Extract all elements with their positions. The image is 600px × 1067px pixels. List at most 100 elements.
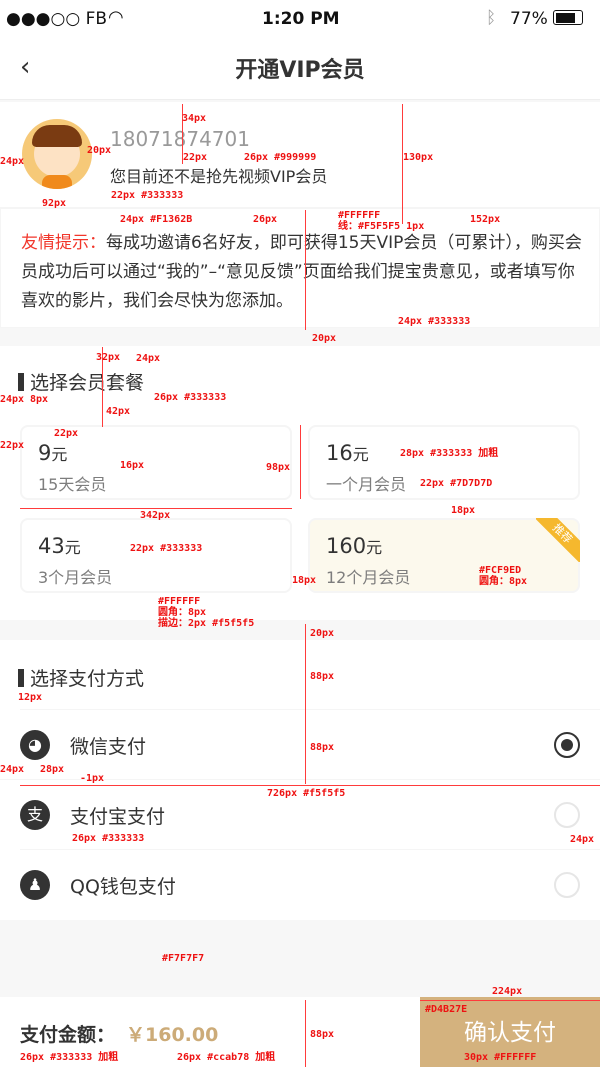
price: 16元 — [326, 441, 369, 465]
vip-status: 您目前还不是抢先视频VIP会员 — [110, 167, 328, 186]
annotation: 88px — [310, 1029, 335, 1040]
annotation: 24px — [136, 353, 161, 364]
annotation: #F7F7F7 — [162, 953, 205, 964]
annotation: 圆角：8px — [158, 607, 207, 618]
payment-label: 微信支付 — [70, 736, 147, 758]
annotation: 22px — [0, 440, 25, 451]
duration: 15天会员 — [38, 475, 107, 494]
duration: 12个月会员 — [326, 568, 411, 587]
radio-unselected[interactable] — [554, 802, 580, 828]
annotation: 26px — [253, 214, 278, 225]
price: 43元 — [38, 534, 81, 558]
annotation: 26px #ccab78 加粗 — [177, 1052, 276, 1063]
duration: 3个月会员 — [38, 568, 113, 587]
payment-alipay[interactable]: 支 支付宝支付 — [0, 780, 600, 850]
annotation: 28px — [40, 764, 65, 775]
price: 160元 — [326, 534, 383, 558]
annotation: 24px #F1362B — [120, 214, 193, 225]
annotation: 24px — [0, 394, 25, 405]
package-title-text: 选择会员套餐 — [30, 372, 145, 394]
annotation: -1px — [80, 773, 105, 784]
battery-level: 77% — [510, 9, 548, 29]
wechat-icon: ◕ — [20, 730, 50, 760]
carrier: ●●●○○ FB — [6, 9, 108, 29]
payment-label: 支付宝支付 — [70, 806, 166, 828]
phone-number: 18071874701 — [110, 127, 250, 151]
annotation: 8px — [30, 394, 49, 405]
annotation: 26px #333333 — [72, 833, 145, 844]
profile-section: 18071874701 您目前还不是抢先视频VIP会员 — [0, 102, 600, 208]
annotation: 152px — [470, 214, 501, 225]
tip-text: 友情提示：每成功邀请6名好友，即可获得15天VIP会员（可累计），购买会员成功后… — [21, 229, 586, 316]
recommend-badge: 推荐 — [536, 518, 580, 562]
annotation: 130px — [403, 152, 434, 163]
payment-wechat[interactable]: ◕ 微信支付 — [0, 710, 600, 780]
confirm-payment-button[interactable]: 确认支付 — [420, 997, 600, 1067]
annotation: 726px #f5f5f5 — [267, 788, 346, 799]
package-section: 选择会员套餐 9元 15天会员 16元 一个月会员 43元 3个月会员 160元… — [0, 346, 600, 620]
section-marker — [18, 373, 24, 391]
annotation: 22px — [183, 152, 208, 163]
annotation: 92px — [42, 198, 67, 209]
tip-label: 友情提示： — [21, 233, 106, 253]
package-card-3months[interactable]: 43元 3个月会员 — [20, 518, 292, 593]
annotation: 22px #7D7D7D — [420, 478, 493, 489]
chevron-left-icon[interactable]: ‹ — [20, 52, 31, 82]
payment-qq[interactable]: ♟ QQ钱包支付 — [0, 850, 600, 920]
qq-icon: ♟ — [20, 870, 50, 900]
payment-section: 选择支付方式 ◕ 微信支付 支 支付宝支付 ♟ QQ钱包支付 — [0, 640, 600, 920]
checkout-bar: 支付金额： ￥160.00 确认支付 — [0, 997, 600, 1067]
annotation: 20px — [87, 145, 112, 156]
package-card-15days[interactable]: 9元 15天会员 — [20, 425, 292, 500]
wifi-icon: ◠ — [108, 7, 124, 28]
price: 9元 — [38, 441, 68, 465]
alipay-icon: 支 — [20, 800, 50, 830]
annotation: 16px — [120, 460, 145, 471]
tip-section: 友情提示：每成功邀请6名好友，即可获得15天VIP会员（可累计），购买会员成功后… — [0, 208, 600, 328]
nav-bar: ‹ 开通VIP会员 — [0, 40, 600, 100]
annotation: #FFFFFF — [158, 596, 201, 607]
annotation: 20px — [312, 333, 337, 344]
annotation: 12px — [18, 692, 43, 703]
annotation: 30px #FFFFFF — [464, 1052, 537, 1063]
amount-label: 支付金额： — [20, 1024, 116, 1046]
annotation: 26px #999999 — [244, 152, 317, 163]
radio-selected[interactable] — [554, 732, 580, 758]
bluetooth-icon: ᛒ — [486, 8, 497, 28]
annotation: 32px — [96, 352, 121, 363]
package-title: 选择会员套餐 — [18, 368, 144, 395]
annotation: 28px #333333 加粗 — [400, 448, 499, 459]
tip-body: 每成功邀请6名好友，即可获得15天VIP会员（可累计），购买会员成功后可以通过“… — [21, 233, 582, 311]
annotation: 22px #333333 — [111, 190, 184, 201]
package-card-12months[interactable]: 160元 12个月会员 推荐 — [308, 518, 580, 593]
annotation: 18px — [292, 575, 317, 586]
duration: 一个月会员 — [326, 475, 407, 494]
annotation: 24px — [0, 764, 25, 775]
annotation: 20px — [310, 628, 335, 639]
annotation: 24px — [570, 834, 595, 845]
annotation: 描边：2px #f5f5f5 — [158, 618, 255, 629]
annotation: 24px — [0, 156, 25, 167]
amount-value: ￥160.00 — [126, 1024, 219, 1046]
package-card-1month[interactable]: 16元 一个月会员 — [308, 425, 580, 500]
payment-label: QQ钱包支付 — [70, 876, 176, 898]
page-title: 开通VIP会员 — [235, 58, 365, 83]
annotation: 22px #333333 — [130, 543, 203, 554]
annotation: 42px — [106, 406, 131, 417]
annotation: 线：#F5F5F5 1px — [338, 221, 425, 232]
annotation: 88px — [310, 742, 335, 753]
payment-title: 选择支付方式 — [30, 668, 145, 690]
status-bar: ●●●○○ FB ◠ 1:20 PM ᛒ 77% — [0, 0, 600, 40]
annotation: 98px — [266, 462, 291, 473]
avatar[interactable] — [22, 119, 92, 189]
annotation: 342px — [140, 510, 171, 521]
annotation: 88px — [310, 671, 335, 682]
annotation: 224px — [492, 986, 523, 997]
annotation: 26px #333333 — [154, 392, 227, 403]
battery-icon — [553, 10, 583, 25]
annotation: #FCF9ED — [479, 565, 522, 576]
radio-unselected[interactable] — [554, 872, 580, 898]
annotation: 22px — [54, 428, 79, 439]
annotation: 24px #333333 — [398, 316, 471, 327]
annotation: 26px #333333 加粗 — [20, 1052, 119, 1063]
